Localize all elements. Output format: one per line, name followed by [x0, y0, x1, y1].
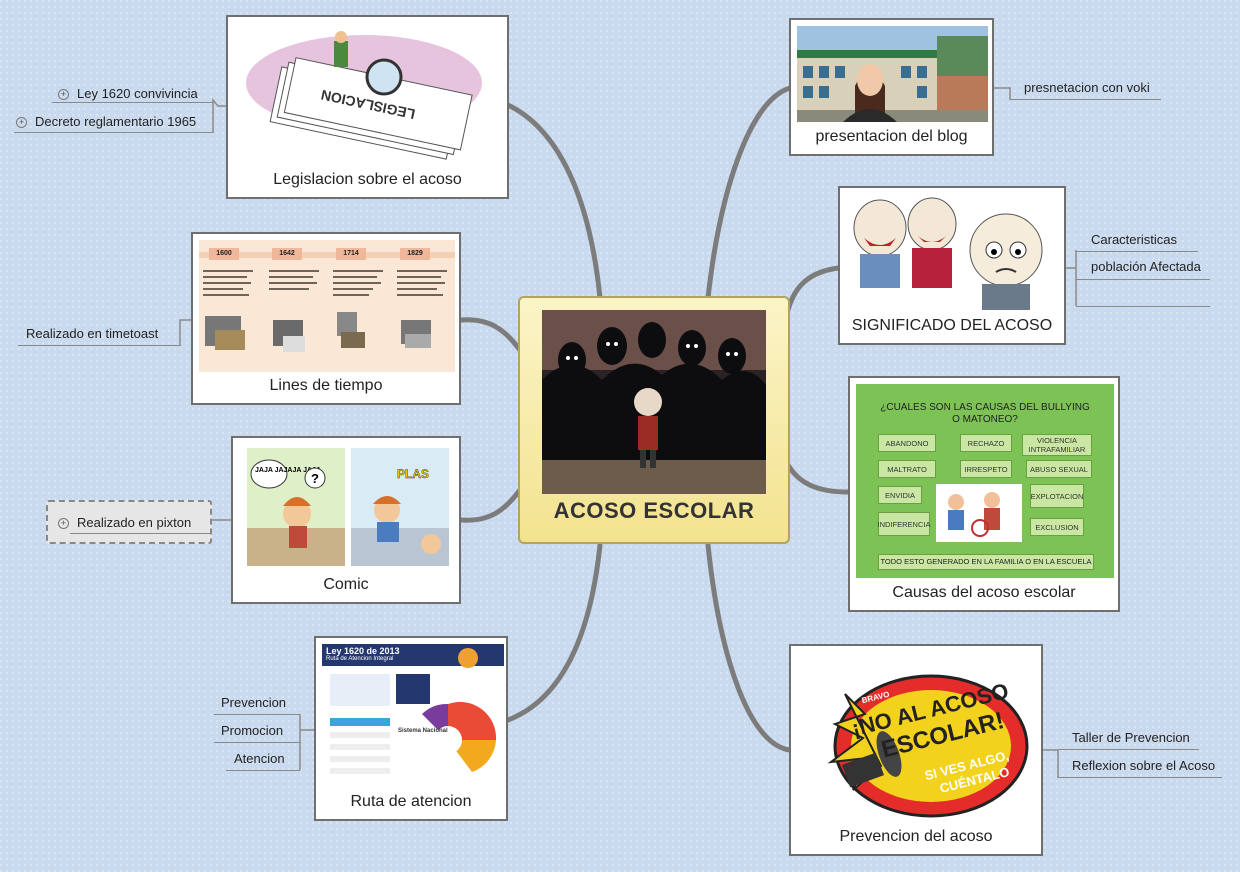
cause-item: ABUSO SEXUAL: [1026, 460, 1092, 478]
leaf-underline: [1058, 777, 1222, 778]
leaf-reflexion[interactable]: Reflexion sobre el Acoso: [1072, 758, 1215, 773]
causas-footer: TODO ESTO GENERADO EN LA FAMILIA O EN LA…: [878, 554, 1094, 570]
leaf-pixton[interactable]: +Realizado en pixton: [58, 515, 191, 530]
ruta-image: Ley 1620 de 2013 Ruta de Atencion Integr…: [322, 644, 504, 786]
connector-causas: [788, 465, 848, 492]
connector-presentacion: [708, 88, 790, 298]
leaf-taller-prevencion[interactable]: Taller de Prevencion: [1072, 730, 1190, 745]
causas-caption: Causas del acoso escolar: [850, 584, 1118, 602]
leaf-prevencion[interactable]: Prevencion: [221, 695, 286, 710]
leaf-poblacion-afectada[interactable]: población Afectada: [1091, 259, 1201, 274]
cause-item: EXPLOTACION: [1030, 484, 1084, 508]
poster-label: Sistema Nacional: [398, 728, 448, 734]
central-title: ACOSO ESCOLAR: [520, 498, 788, 524]
presentacion-image: [797, 26, 988, 122]
legislacion-caption: Legislacion sobre el acoso: [228, 171, 507, 189]
causas-poster-title: ¿CUALES SON LAS CAUSAS DEL BULLYING O MA…: [876, 402, 1094, 426]
connector-significado: [788, 268, 838, 310]
connector-prevencion: [708, 545, 790, 750]
significado-caption: SIGNIFICADO DEL ACOSO: [840, 317, 1064, 335]
node-comic[interactable]: JAJA JAJAJA JAJA ? PLAS Comic: [231, 436, 461, 604]
leaf-underline: [1076, 306, 1210, 307]
cause-item: INDIFERENCIA: [878, 512, 930, 536]
comic-image: JAJA JAJAJA JAJA ? PLAS: [247, 448, 449, 566]
comic-caption: Comic: [233, 576, 459, 594]
leaf-underline: [1058, 749, 1199, 750]
connector-legislacion: [508, 105, 600, 298]
timeline-image: 1600 1642 1714 1829: [199, 240, 455, 372]
cause-item: IRRESPETO: [960, 460, 1012, 478]
node-legislacion[interactable]: LEGISLACION Legislacion sobre el acoso: [226, 15, 509, 199]
leaf-promocion[interactable]: Promocion: [221, 723, 283, 738]
expand-icon[interactable]: +: [16, 117, 27, 128]
connector-ruta: [508, 545, 600, 720]
expand-icon[interactable]: +: [58, 518, 69, 529]
central-image: [542, 310, 766, 494]
leaf-underline: [52, 102, 213, 103]
leaf-decreto-1965[interactable]: +Decreto reglamentario 1965: [16, 114, 196, 129]
connector-comic: [461, 490, 520, 520]
leaf-underline: [214, 714, 300, 715]
leaf-timetoast[interactable]: Realizado en timetoast: [26, 326, 158, 341]
cause-item: VIOLENCIA INTRAFAMILIAR: [1022, 434, 1092, 456]
cause-item: EXCLUSION: [1030, 518, 1084, 536]
cause-item: RECHAZO: [960, 434, 1012, 452]
leaf-underline: [1010, 99, 1161, 100]
node-significado[interactable]: SIGNIFICADO DEL ACOSO: [838, 186, 1066, 345]
cause-item: ENVIDIA: [878, 486, 922, 504]
node-lineas-tiempo[interactable]: 1600 1642 1714 1829 Lines de tiempo: [191, 232, 461, 405]
leaf-underline: [18, 345, 180, 346]
connector-lineas: [461, 320, 520, 350]
leaf-voki[interactable]: presnetacion con voki: [1024, 80, 1150, 95]
causas-illustration: [936, 484, 1022, 542]
causas-image: ¿CUALES SON LAS CAUSAS DEL BULLYING O MA…: [856, 384, 1114, 578]
prevencion-image: BRAVO ¡NO AL ACOSO ESCOLAR! SI VES ALGO,…: [805, 654, 1031, 824]
prevencion-caption: Prevencion del acoso: [791, 828, 1041, 846]
significado-image: [846, 194, 1060, 310]
leaf-atencion[interactable]: Atencion: [234, 751, 285, 766]
legislacion-image: LEGISLACION: [234, 23, 501, 165]
central-topic[interactable]: ACOSO ESCOLAR: [518, 296, 790, 544]
node-causas[interactable]: ¿CUALES SON LAS CAUSAS DEL BULLYING O MA…: [848, 376, 1120, 612]
leaf-underline: [1076, 279, 1210, 280]
expand-icon[interactable]: +: [58, 89, 69, 100]
leaf-ley-1620[interactable]: +Ley 1620 convivincia: [58, 86, 198, 101]
leaf-underline: [1076, 251, 1198, 252]
node-ruta-atencion[interactable]: Ley 1620 de 2013 Ruta de Atencion Integr…: [314, 636, 508, 821]
node-prevencion[interactable]: BRAVO ¡NO AL ACOSO ESCOLAR! SI VES ALGO,…: [789, 644, 1043, 856]
svg-text:PLAS: PLAS: [397, 467, 429, 481]
ruta-caption: Ruta de atencion: [316, 793, 506, 811]
node-presentacion[interactable]: presentacion del blog: [789, 18, 994, 156]
cause-item: ABANDONO: [878, 434, 936, 452]
svg-text:?: ?: [311, 471, 319, 486]
leaf-underline: [70, 533, 210, 534]
lineas-caption: Lines de tiempo: [193, 377, 459, 395]
leaf-underline: [214, 742, 300, 743]
cause-item: MALTRATO: [878, 460, 936, 478]
leaf-pixton-selected[interactable]: +Realizado en pixton: [46, 500, 212, 544]
leaf-underline: [226, 770, 300, 771]
leaf-caracteristicas[interactable]: Caracteristicas: [1091, 232, 1177, 247]
leaf-underline: [14, 132, 213, 133]
presentacion-caption: presentacion del blog: [791, 128, 992, 146]
